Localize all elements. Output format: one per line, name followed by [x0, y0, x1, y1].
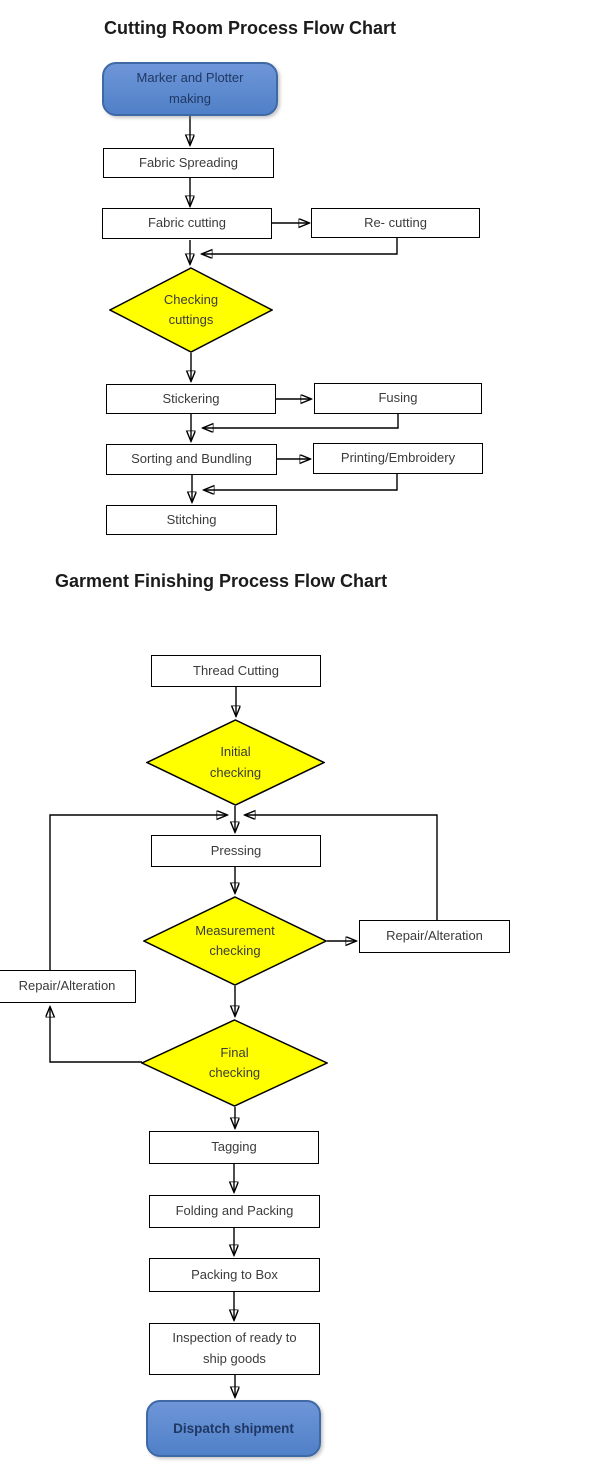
node-label: Stickering: [162, 390, 220, 406]
node-label: Sorting and Bundling: [131, 451, 252, 467]
node-label: Initial checking: [209, 744, 262, 780]
node-label: Pressing: [210, 842, 262, 858]
flow-node-re-cutting: Re- cutting: [311, 208, 480, 238]
flow-node-tagging: Tagging: [149, 1131, 319, 1164]
diamond-shape: [109, 267, 273, 353]
node-label: Measurement checking: [195, 922, 275, 958]
node-label: Printing/Embroidery: [340, 450, 456, 466]
flow-node-thread-cutting: Thread Cutting: [151, 655, 321, 687]
node-label: Repair/Alteration: [386, 928, 483, 944]
node-label: Inspection of ready to ship goods: [172, 1330, 297, 1366]
node-label: Tagging: [211, 1139, 257, 1155]
flow-node-marker-plotter-making: Marker and Plotter making: [102, 62, 278, 116]
diamond-shape: [146, 719, 325, 806]
flow-node-packing-to-box: Packing to Box: [149, 1258, 320, 1292]
chart-title-cutting-room: Cutting Room Process Flow Chart: [104, 18, 397, 38]
diamond-shape: [141, 1019, 328, 1107]
flow-node-folding-and-packing: Folding and Packing: [149, 1195, 320, 1228]
flow-node-repair-alteration-right: Repair/Alteration: [359, 920, 510, 953]
diamond-shape: [143, 896, 327, 986]
node-label: Thread Cutting: [193, 662, 279, 678]
connector: [50, 1007, 142, 1063]
node-label: Fabric cutting: [147, 215, 227, 231]
flow-node-fabric-spreading: Fabric Spreading: [103, 148, 274, 178]
flow-node-printing-embroidery: Printing/Embroidery: [313, 443, 483, 474]
decision-checking-cuttings: Checking cuttings: [109, 267, 273, 353]
flow-node-sorting-and-bundling: Sorting and Bundling: [106, 444, 277, 475]
flow-node-inspection-ready-to-ship: Inspection of ready to ship goods: [149, 1323, 320, 1375]
connector: [202, 238, 398, 254]
flow-node-fusing: Fusing: [314, 383, 482, 414]
decision-measurement-checking: Measurement checking: [143, 896, 327, 986]
node-label: Dispatch shipment: [173, 1420, 294, 1436]
node-label: Final checking: [208, 1044, 261, 1080]
flow-node-pressing: Pressing: [151, 835, 321, 867]
node-label: Re- cutting: [364, 214, 427, 230]
node-label: Folding and Packing: [175, 1203, 294, 1219]
chart-title-garment-finishing: Garment Finishing Process Flow Chart: [55, 571, 388, 591]
decision-final-checking: Final checking: [141, 1019, 328, 1107]
node-label: Checking cuttings: [163, 291, 219, 327]
connector: [203, 414, 399, 428]
decision-initial-checking: Initial checking: [146, 719, 325, 806]
node-label: Marker and Plotter making: [136, 70, 244, 106]
flow-node-stickering: Stickering: [106, 384, 276, 414]
connector: [204, 474, 398, 490]
node-label: Stitching: [166, 511, 217, 527]
node-label: Packing to Box: [191, 1266, 278, 1282]
flow-node-dispatch-shipment: Dispatch shipment: [146, 1400, 321, 1457]
flow-node-repair-alteration-left: Repair/Alteration: [0, 970, 136, 1003]
flow-node-fabric-cutting: Fabric cutting: [102, 208, 272, 239]
flow-node-stitching: Stitching: [106, 505, 277, 535]
node-label: Fabric Spreading: [139, 154, 238, 170]
node-label: Fusing: [378, 390, 418, 406]
node-label: Repair/Alteration: [18, 978, 116, 994]
